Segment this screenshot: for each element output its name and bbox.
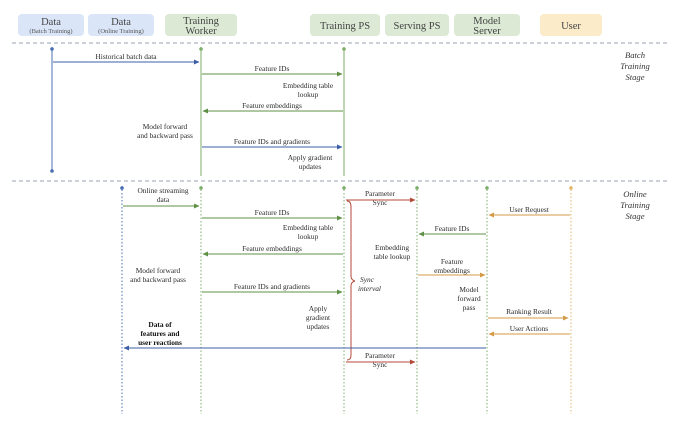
lifeline-start-dot <box>342 47 346 51</box>
stage-label-online: Online Training Stage <box>620 189 650 221</box>
label-feature-ids-gradients: Feature IDs and gradients <box>234 137 310 146</box>
note-ms-forward: Model <box>459 285 478 294</box>
label-ms-feature-ids: Feature IDs <box>435 224 470 233</box>
note-online-apply-line2: gradient <box>306 313 331 322</box>
note-sync-interval: Sync <box>360 275 375 284</box>
note-ms-forward-line2: forward <box>457 294 481 303</box>
lifeline-start-dot <box>50 47 54 51</box>
participant-data-online: Data (Online Training) <box>88 14 154 36</box>
note-serving-embeddings: Feature <box>441 257 464 266</box>
label-feature-ids: Feature IDs <box>255 64 290 73</box>
participant-title: User <box>561 21 581 32</box>
note-embedding-lookup-line2: lookup <box>298 90 319 99</box>
note-parameter-sync-1: Parameter <box>365 189 395 198</box>
note-model-forward-line2: and backward pass <box>137 131 193 140</box>
participant-training-ps: Training PS <box>310 14 380 36</box>
label-online-feature-ids: Feature IDs <box>255 208 290 217</box>
label-ranking-result: Ranking Result <box>506 307 553 316</box>
note-online-apply-line3: updates <box>307 322 330 331</box>
participant-serving-ps: Serving PS <box>385 14 449 36</box>
stage-label-batch: Batch Training Stage <box>620 50 650 82</box>
participant-title-line2: Server <box>473 26 501 37</box>
participant-title: Training <box>183 16 220 27</box>
participant-title: Data <box>41 17 61 28</box>
note-online-model-forward-line2: and backward pass <box>130 275 186 284</box>
note-ms-forward-line3: pass <box>463 303 476 312</box>
note-apply-gradient-line2: updates <box>299 162 322 171</box>
note-apply-gradient: Apply gradient <box>288 153 333 162</box>
participant-subtitle: (Batch Training) <box>29 28 72 35</box>
note-data-reactions-line3: user reactions <box>138 338 182 347</box>
label-feature-embeddings: Feature embeddings <box>242 101 302 110</box>
lifeline-end-dot <box>50 169 54 173</box>
participant-title-line2: Worker <box>185 26 217 37</box>
lifeline-start-dot <box>199 186 203 190</box>
note-embedding-lookup: Embedding table <box>283 81 334 90</box>
label-online-ids-gradients: Feature IDs and gradients <box>234 282 310 291</box>
note-online-embedding-lookup-line2: lookup <box>298 232 319 241</box>
note-data-reactions-line2: features and <box>140 329 180 338</box>
lifeline-start-dot <box>120 186 124 190</box>
svg-text:Training: Training <box>620 200 650 210</box>
sync-interval-brace <box>346 200 356 361</box>
label-online-feature-embeddings: Feature embeddings <box>242 244 302 253</box>
note-model-forward: Model forward <box>143 122 188 131</box>
label-historical-batch-data: Historical batch data <box>95 52 157 61</box>
svg-text:Training: Training <box>620 61 650 71</box>
note-serving-lookup-line2: table lookup <box>374 252 411 261</box>
note-online-streaming: Online streaming <box>137 186 188 195</box>
note-online-model-forward: Model forward <box>136 266 181 275</box>
label-user-request: User Request <box>509 205 550 214</box>
note-serving-lookup: Embedding <box>375 243 409 252</box>
note-online-streaming-line2: data <box>157 195 170 204</box>
note-serving-embeddings-line2: embeddings <box>434 266 470 275</box>
note-sync-interval-line2: interval <box>358 284 381 293</box>
participant-title: Training PS <box>320 21 370 32</box>
lifeline-start-dot <box>342 186 346 190</box>
lifeline-start-dot <box>415 186 419 190</box>
note-parameter-sync-1-line2: Sync <box>373 198 389 207</box>
participant-title: Serving PS <box>394 21 441 32</box>
label-user-actions: User Actions <box>510 324 549 333</box>
note-parameter-sync-2: Parameter <box>365 351 395 360</box>
note-data-reactions: Data of <box>148 320 172 329</box>
participant-user: User <box>540 14 602 36</box>
participant-title: Model <box>473 16 500 27</box>
lifeline-start-dot <box>199 47 203 51</box>
participant-title: Data <box>111 17 131 28</box>
lifeline-start-dot <box>485 186 489 190</box>
participant-training-worker: Training Worker <box>165 14 237 37</box>
participant-data-batch: Data (Batch Training) <box>18 14 84 36</box>
participant-model-server: Model Server <box>454 14 520 37</box>
note-online-embedding-lookup: Embedding table <box>283 223 334 232</box>
participant-subtitle: (Online Training) <box>98 28 144 35</box>
svg-text:Stage: Stage <box>625 72 644 82</box>
svg-text:Online: Online <box>623 189 647 199</box>
note-online-apply: Apply <box>309 304 328 313</box>
svg-text:Batch: Batch <box>625 50 645 60</box>
lifeline-start-dot <box>569 186 573 190</box>
note-parameter-sync-2-line2: Sync <box>373 360 389 369</box>
svg-text:Stage: Stage <box>625 211 644 221</box>
